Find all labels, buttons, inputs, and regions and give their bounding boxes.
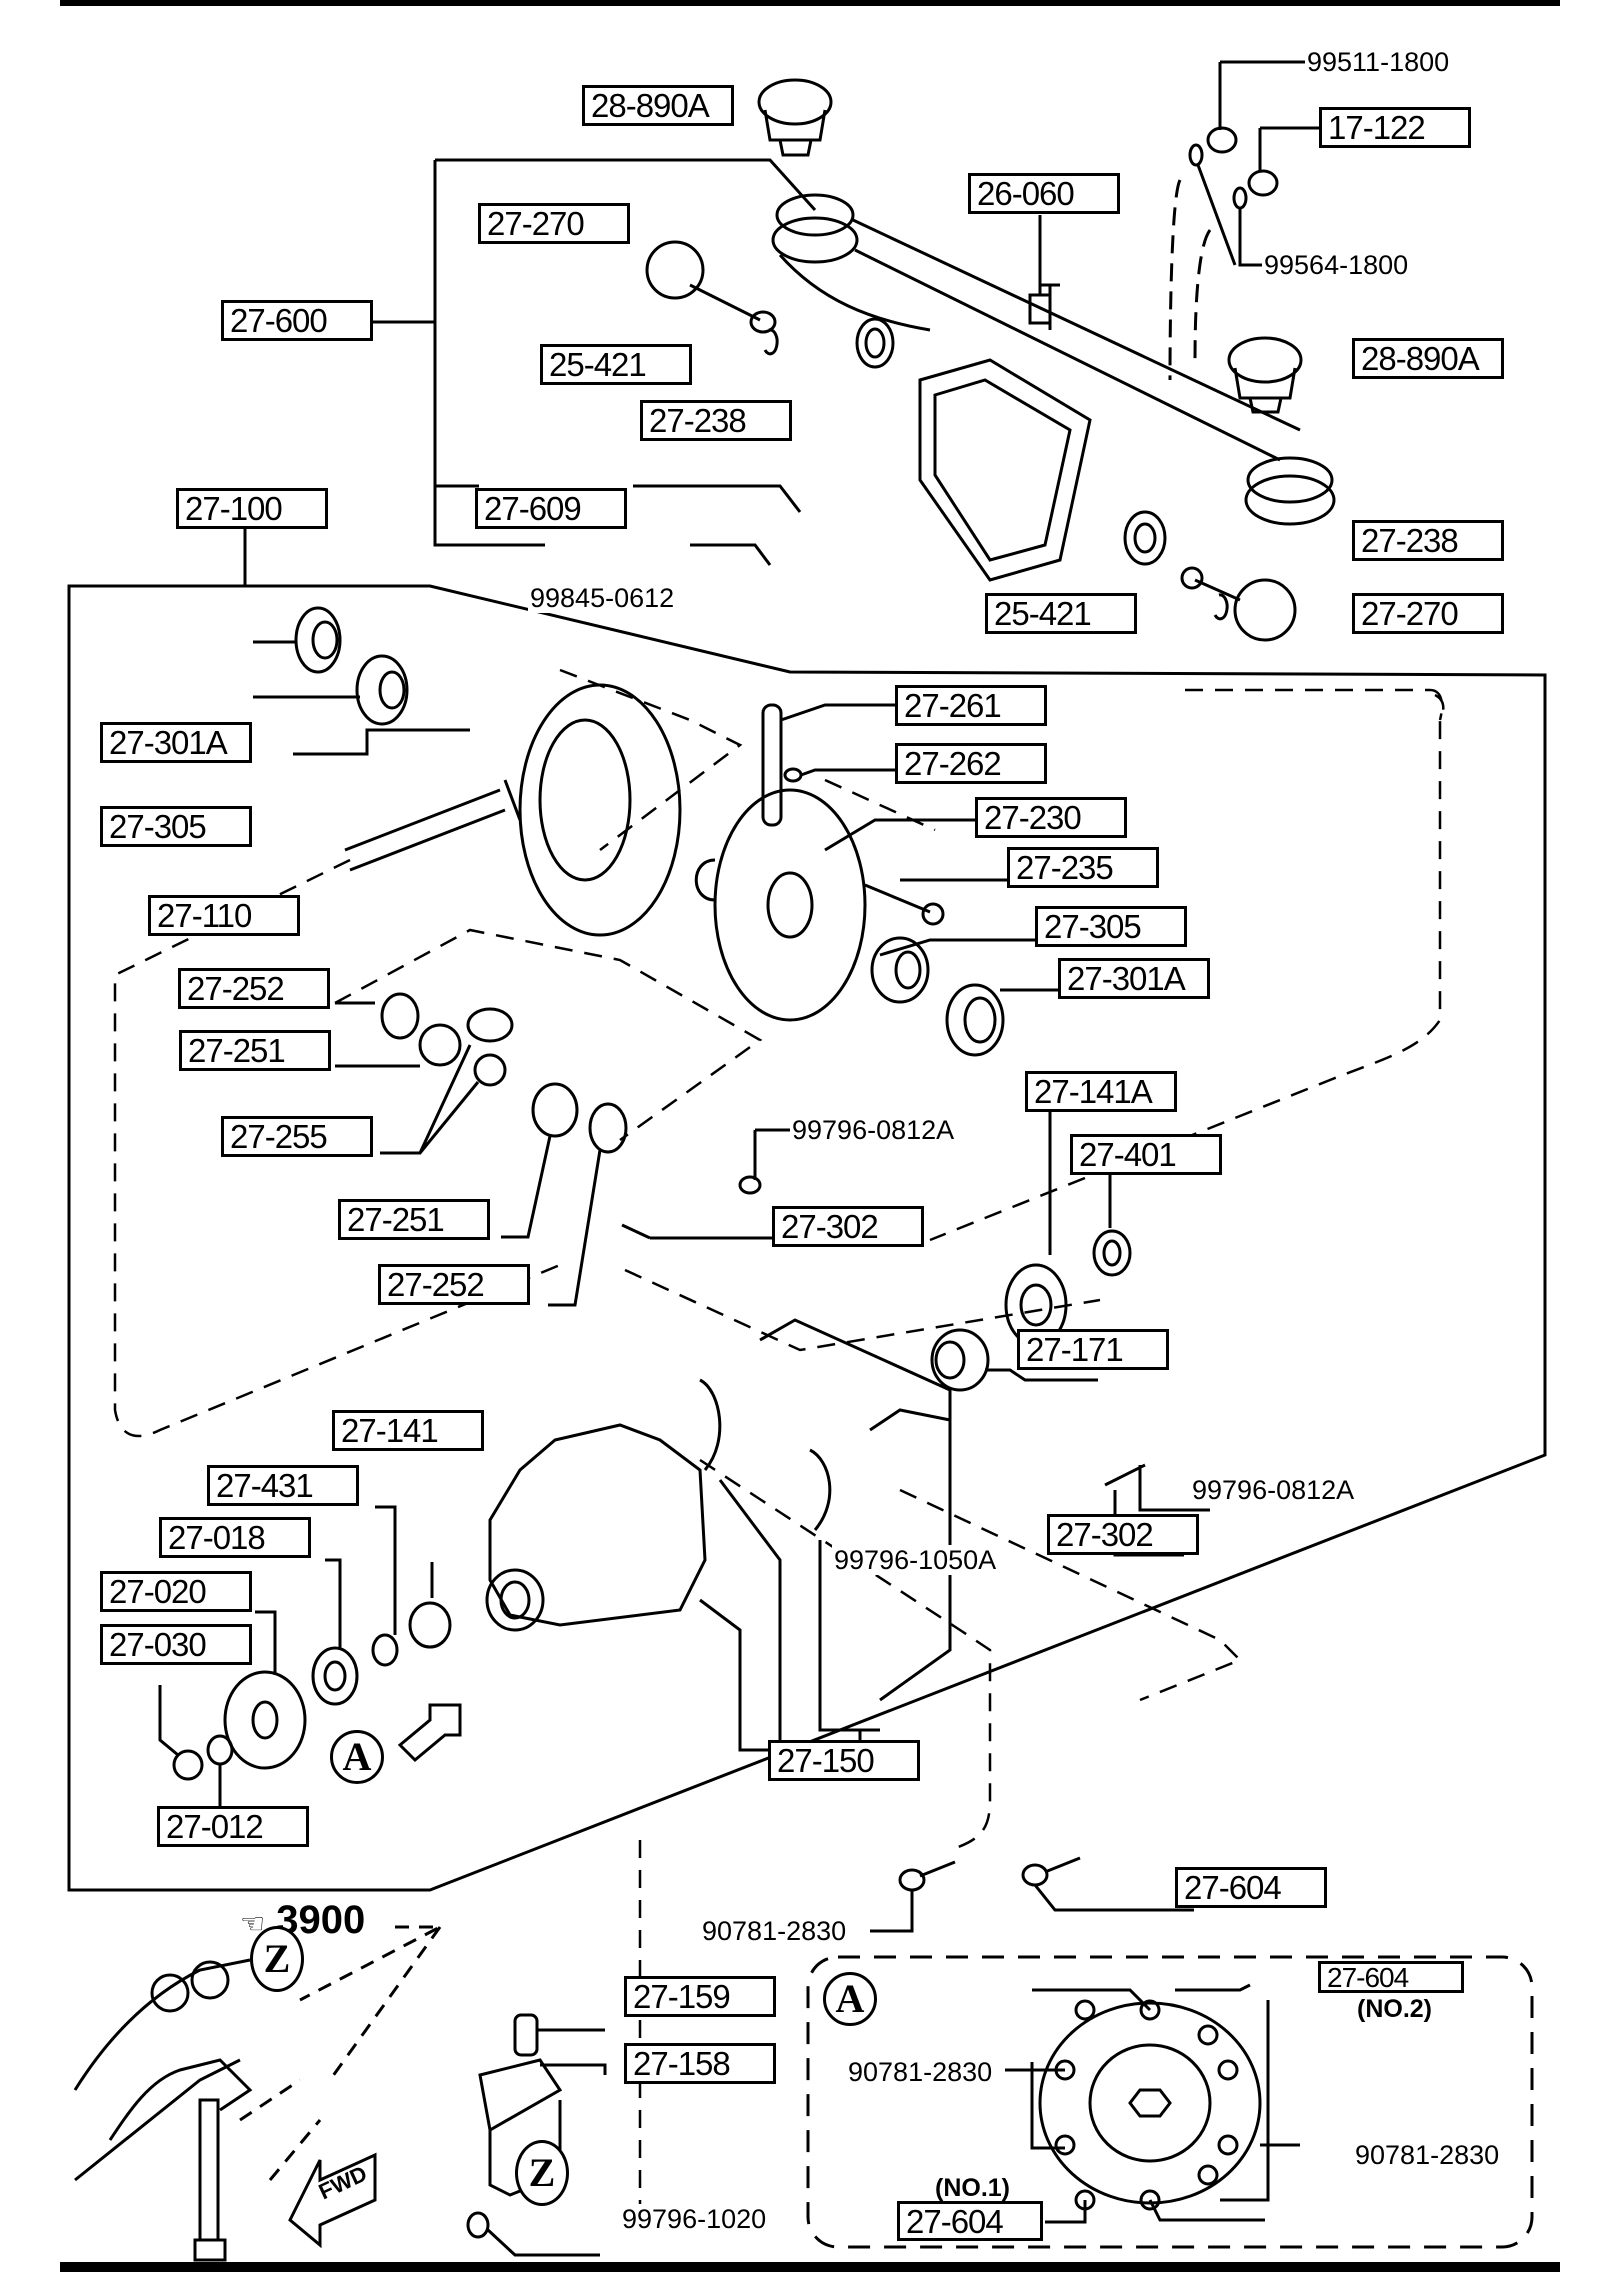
callout-27-431: 27-431 (207, 1465, 359, 1506)
callout-27-018: 27-018 (159, 1517, 311, 1558)
carrier-housing (485, 1423, 707, 1632)
callout-25-421-top: 25-421 (540, 344, 692, 385)
callout-27-150: 27-150 (768, 1740, 920, 1781)
frame-member (73, 1958, 253, 2262)
callout-27-401: 27-401 (1070, 1134, 1222, 1175)
inset-a-marker: A (823, 1972, 877, 2026)
callout-27-270-top: 27-270 (478, 203, 630, 244)
callout-27-609: 27-609 (475, 488, 627, 529)
bottom-rule (60, 2262, 1560, 2272)
callout-27-302-bottom: 27-302 (1047, 1514, 1199, 1555)
callout-99564-1800: 99564-1800 (1262, 250, 1411, 280)
callout-26-060: 26-060 (968, 173, 1120, 214)
callout-27-238-right: 27-238 (1352, 520, 1504, 561)
callout-25-421-right: 25-421 (985, 593, 1137, 634)
callout-27-141: 27-141 (332, 1410, 484, 1451)
callout-27-230: 27-230 (975, 797, 1127, 838)
callout-27-159: 27-159 (624, 1976, 776, 2017)
callout-27-604: 27-604 (1175, 1867, 1327, 1908)
pin-27-159 (513, 2013, 539, 2057)
spacer-27-171 (930, 1328, 990, 1392)
companion-flange-27-020 (223, 1670, 307, 1770)
callout-27-030: 27-030 (100, 1624, 252, 1665)
seal-27-431 (371, 1633, 399, 1667)
callout-27-261: 27-261 (895, 685, 1047, 726)
callout-27-302-top: 27-302 (772, 1206, 924, 1247)
hub-flange-right (1180, 566, 1297, 642)
mount-bushing-top (757, 78, 833, 157)
seal-27-401 (1092, 1229, 1132, 1277)
marker-z-bottom: Z (515, 2140, 569, 2206)
callout-28-890A-right: 28-890A (1352, 338, 1504, 379)
fwd-arrow (288, 2152, 377, 2249)
callout-27-262: 27-262 (895, 743, 1047, 784)
callout-99796-0812A-top: 99796-0812A (790, 1115, 957, 1145)
callout-27-255: 27-255 (221, 1116, 373, 1157)
callout-27-252-top: 27-252 (178, 968, 330, 1009)
callout-90781-2830: 90781-2830 (700, 1916, 849, 1946)
inset-callout-90781-2830-left: 90781-2830 (848, 2057, 993, 2087)
inset-note-no2: (NO.2) (1357, 1995, 1432, 2023)
callout-27-235: 27-235 (1007, 847, 1159, 888)
callout-27-141A: 27-141A (1025, 1071, 1177, 1112)
inset-note-no1: (NO.1) (935, 2174, 1010, 2202)
bearing-27-305-right (870, 936, 930, 1004)
callout-99511-1800: 99511-1800 (1305, 47, 1452, 77)
ring-gear (518, 683, 682, 937)
inset-a-frame (806, 1955, 1534, 2249)
bearing-27-141 (408, 1601, 452, 1649)
callout-99796-1020: 99796-1020 (620, 2204, 769, 2234)
assembly-frame-27-100 (67, 584, 1547, 1892)
marker-a-view: A (330, 1730, 384, 1784)
inset-callout-27-604-no1: 27-604 (897, 2201, 1043, 2241)
circlip-top (763, 328, 779, 356)
diff-case (694, 788, 867, 1022)
cover-plate-drawing (1038, 1999, 1262, 2211)
callout-99796-0812A-bottom: 99796-0812A (1190, 1475, 1357, 1505)
callout-99796-1050A: 99796-1050A (832, 1545, 999, 1575)
circlip-right (1213, 593, 1229, 621)
oil-seal-top (855, 317, 895, 369)
callout-28-890A-top: 28-890A (582, 85, 734, 126)
hub-flange-top (645, 240, 777, 334)
callout-27-020: 27-020 (100, 1571, 252, 1612)
crossmember-part (771, 193, 1336, 582)
callout-27-600: 27-600 (221, 300, 373, 341)
callout-27-251-bottom: 27-251 (338, 1199, 490, 1240)
view-a-arrow (397, 1703, 462, 1763)
mount-bushing-right (1227, 336, 1303, 414)
callout-27-251-top: 27-251 (179, 1030, 331, 1071)
callout-27-171: 27-171 (1017, 1329, 1169, 1370)
callout-27-301A-left: 27-301A (100, 722, 252, 763)
pinion-shaft (344, 779, 522, 872)
washer-27-012 (206, 1734, 234, 1766)
callout-27-012: 27-012 (157, 1806, 309, 1847)
bearing-27-301A-right (945, 983, 1005, 1057)
callout-27-158: 27-158 (624, 2043, 776, 2084)
bearing-27-301A-left (294, 606, 342, 674)
bearing-27-305-left (355, 654, 409, 726)
pinion-shaft-27-261 (761, 703, 783, 827)
callout-27-301A-right: 27-301A (1058, 958, 1210, 999)
nut-27-030 (172, 1749, 204, 1781)
inset-callout-27-604-no2: 27-604 (1318, 1961, 1464, 1993)
inset-callout-90781-2830-right: 90781-2830 (1355, 2140, 1500, 2170)
marker-z-left: Z (250, 1926, 304, 1992)
callout-27-252-bottom: 27-252 (378, 1264, 530, 1305)
callout-27-100: 27-100 (176, 488, 328, 529)
bearing-27-018 (311, 1646, 359, 1706)
callout-27-238-top: 27-238 (640, 400, 792, 441)
callout-99845-0612: 99845-0612 (528, 583, 677, 613)
callout-27-305-right: 27-305 (1035, 906, 1187, 947)
callout-27-305-left: 27-305 (100, 806, 252, 847)
callout-27-270-right: 27-270 (1352, 593, 1504, 634)
bolt-27-604 (1021, 1856, 1194, 1912)
top-rule (60, 0, 1560, 6)
bracket-27-600 (433, 160, 545, 547)
callout-17-122: 17-122 (1319, 107, 1471, 148)
oil-seal-right (1123, 510, 1167, 566)
callout-27-110: 27-110 (148, 895, 300, 936)
bolt-90781-2830 (870, 1860, 956, 1933)
